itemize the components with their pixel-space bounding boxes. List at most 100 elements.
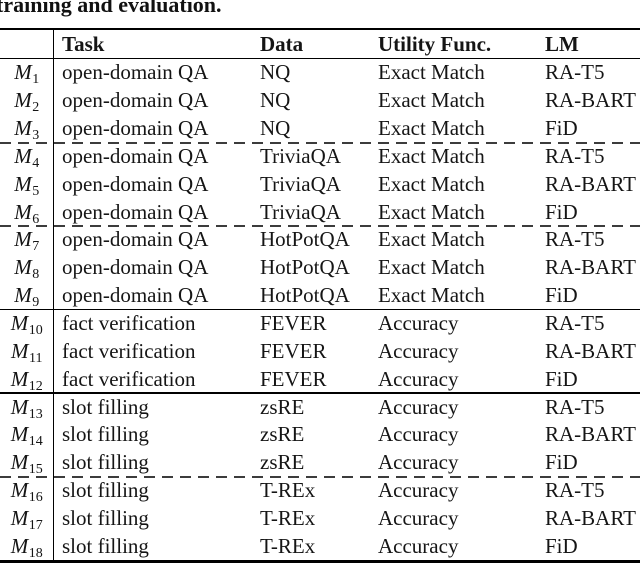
cell-utility: Accuracy [378, 533, 459, 558]
col-header-utility: Utility Func. [378, 31, 492, 56]
cell-utility: Exact Match [378, 60, 485, 85]
cell-task: slot filling [62, 478, 149, 503]
cell-data: NQ [260, 116, 291, 141]
cell-utility: Exact Match [378, 88, 485, 113]
cell-task: open-domain QA [62, 60, 209, 85]
cell-lm: FiD [545, 450, 578, 475]
model-letter: M [10, 422, 29, 447]
cell-lm: RA-BART [545, 338, 636, 363]
cell-lm: RA-T5 [545, 311, 605, 336]
group-separator-solid [0, 308, 640, 311]
col-header-data: Data [260, 31, 304, 56]
cell-task: fact verification [62, 311, 196, 336]
cell-data: HotPotQA [260, 283, 350, 308]
model-letter: M [10, 394, 29, 419]
cell-utility: Exact Match [378, 227, 485, 252]
cell-task: open-domain QA [62, 199, 209, 224]
cell-lm: RA-T5 [545, 60, 605, 85]
cell-task: open-domain QA [62, 255, 209, 280]
cell-data: FEVER [260, 366, 327, 391]
model-letter: M [14, 283, 32, 308]
group-separator-dashed [0, 475, 640, 478]
model-letter: M [14, 116, 32, 141]
model-letter: M [14, 227, 32, 252]
cell-task: slot filling [62, 505, 149, 530]
cell-data: T-REx [260, 533, 316, 558]
table-caption: training and evaluation. [0, 0, 640, 27]
cell-lm: FiD [545, 116, 578, 141]
cell-lm: RA-BART [545, 171, 636, 196]
cell-task: open-domain QA [62, 171, 209, 196]
caption-text: training and evaluation. [0, 0, 222, 17]
model-letter: M [14, 171, 32, 196]
table-header-row: Task Data Utility Func. LM [0, 30, 640, 59]
cell-lm: RA-T5 [545, 478, 605, 503]
cell-task: open-domain QA [62, 227, 209, 252]
cell-data: T-REx [260, 478, 316, 503]
group-separator-dashed [0, 141, 640, 144]
cell-lm: FiD [545, 366, 578, 391]
cell-task: open-domain QA [62, 116, 209, 141]
cell-utility: Accuracy [378, 394, 459, 419]
cell-data: TriviaQA [260, 199, 341, 224]
cell-data: FEVER [260, 311, 327, 336]
cell-utility: Exact Match [378, 143, 485, 168]
model-letter: M [10, 533, 29, 558]
cell-task: slot filling [62, 394, 149, 419]
cell-data: zsRE [260, 450, 305, 475]
model-letter: M [14, 88, 32, 113]
cell-utility: Accuracy [378, 311, 459, 336]
cell-data: zsRE [260, 394, 305, 419]
cell-utility: Accuracy [378, 422, 459, 447]
cell-data: NQ [260, 88, 291, 113]
cell-task: open-domain QA [62, 283, 209, 308]
cell-data: zsRE [260, 422, 305, 447]
cell-utility: Exact Match [378, 255, 485, 280]
cell-lm: RA-T5 [545, 227, 605, 252]
table-vertical-rule [53, 30, 55, 563]
cell-lm: FiD [545, 283, 578, 308]
cell-lm: RA-T5 [545, 394, 605, 419]
col-header-lm: LM [545, 31, 579, 56]
cell-task: fact verification [62, 366, 196, 391]
model-letter: M [14, 60, 32, 85]
cell-utility: Accuracy [378, 505, 459, 530]
cell-utility: Accuracy [378, 478, 459, 503]
cell-lm: RA-BART [545, 422, 636, 447]
table-bottom-rule [0, 560, 640, 563]
cell-task: fact verification [62, 338, 196, 363]
cell-utility: Exact Match [378, 116, 485, 141]
model-letter: M [10, 478, 29, 503]
model-letter: M [14, 255, 32, 280]
cell-data: T-REx [260, 505, 316, 530]
model-letter: M [10, 311, 29, 336]
cell-lm: RA-BART [545, 255, 636, 280]
cell-utility: Exact Match [378, 283, 485, 308]
